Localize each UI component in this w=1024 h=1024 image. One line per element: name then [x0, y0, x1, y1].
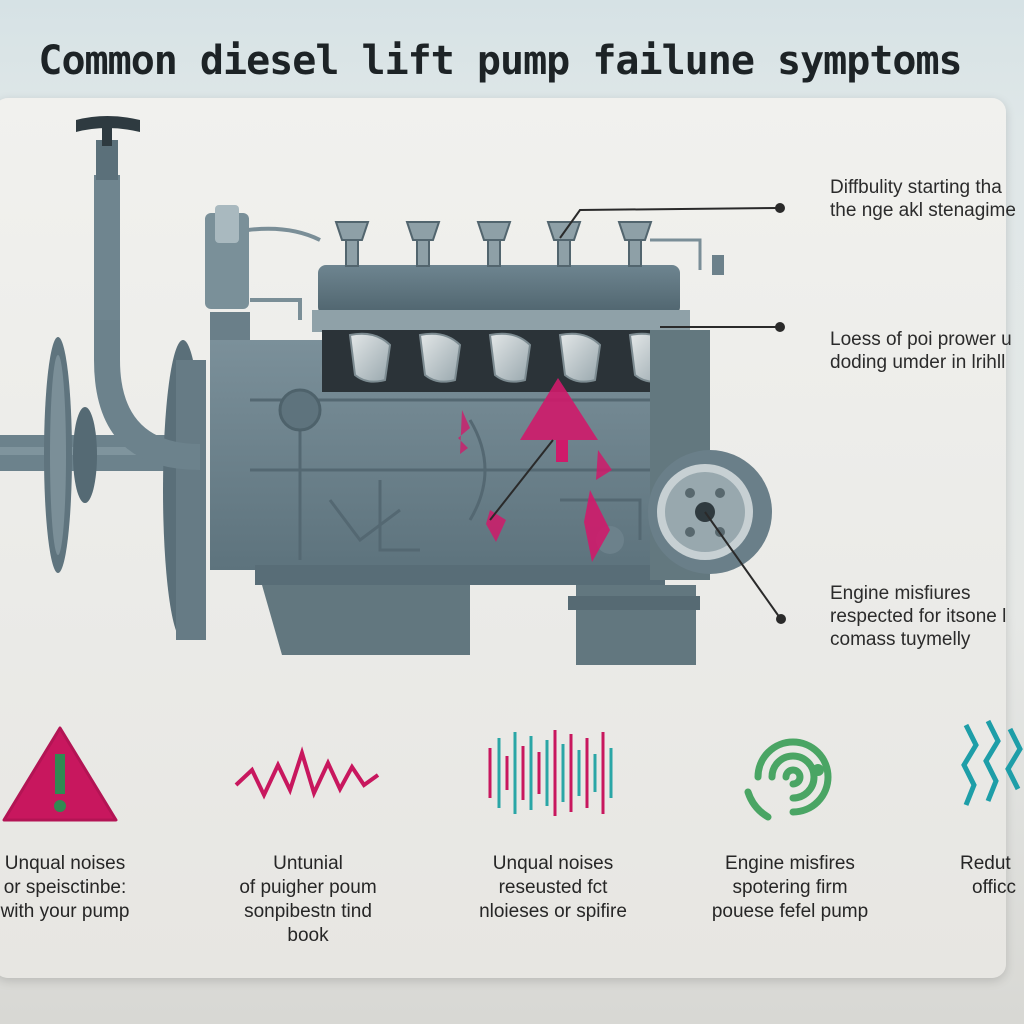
callout-line: comass tuymelly — [830, 629, 971, 650]
symptom-line: Engine misfires — [725, 853, 855, 874]
symptom-line: Redut — [960, 853, 1011, 874]
symptom-label-noises: Unqual noises or speisctinbe: with your … — [0, 852, 140, 924]
waveform-icon — [488, 730, 613, 816]
warning-triangle-icon — [2, 726, 118, 822]
callout-starting: Diffbulity starting tha the nge akl sten… — [830, 176, 1016, 222]
page-title: Common diesel lift pump failune symptoms — [38, 38, 962, 84]
callout-line: Engine misfiures — [830, 583, 971, 604]
symptom-line: Unqual noises — [4, 853, 126, 874]
symptom-line: book — [287, 925, 329, 946]
drive-shaft — [0, 337, 206, 640]
symptom-line: officc — [972, 877, 1017, 898]
callout-line: doding umder in lrihll — [830, 352, 1006, 373]
callout-power-loss: Loess of poi prower u doding umder in lr… — [830, 328, 1012, 374]
gauge-rings-icon — [744, 738, 832, 821]
symptom-label-untunial: Untunial of puigher poum sonpibestn tind… — [228, 852, 388, 948]
symptom-line: spotering firm — [732, 877, 848, 898]
symptom-line: sonpibestn tind — [244, 901, 372, 922]
callout-lines — [489, 203, 786, 624]
symptom-line: reseusted fct — [498, 877, 608, 898]
symptom-label-reduced: Redut officc — [960, 852, 1024, 900]
symptom-label-reseusted: Unqual noises reseusted fct nloieses or … — [468, 852, 638, 924]
symptom-line: with your pump — [0, 901, 130, 922]
fuel-filter — [205, 205, 321, 352]
crank-pulley — [648, 330, 772, 580]
callout-line: Diffbulity starting tha — [830, 177, 1002, 198]
symptom-line: or speisctinbe: — [3, 877, 127, 898]
wave-lines-icon — [961, 719, 1023, 806]
symptom-line: of puigher poum — [239, 877, 377, 898]
callout-line: the nge akl stenagime — [830, 200, 1016, 221]
symptom-line: pouese fefel pump — [711, 901, 869, 922]
callout-line: respected for itsone l — [830, 606, 1007, 627]
symptom-line: Untunial — [273, 853, 343, 874]
callout-misfires: Engine misfiures respected for itsone l … — [830, 582, 1006, 651]
intake-pipe — [76, 116, 200, 470]
zigzag-noise-icon — [234, 746, 380, 800]
symptom-line: Unqual noises — [492, 853, 614, 874]
symptom-line: nloieses or spifire — [479, 901, 627, 922]
symptom-label-misfires: Engine misfires spotering firm pouese fe… — [705, 852, 875, 924]
callout-line: Loess of poi prower u — [830, 329, 1012, 350]
